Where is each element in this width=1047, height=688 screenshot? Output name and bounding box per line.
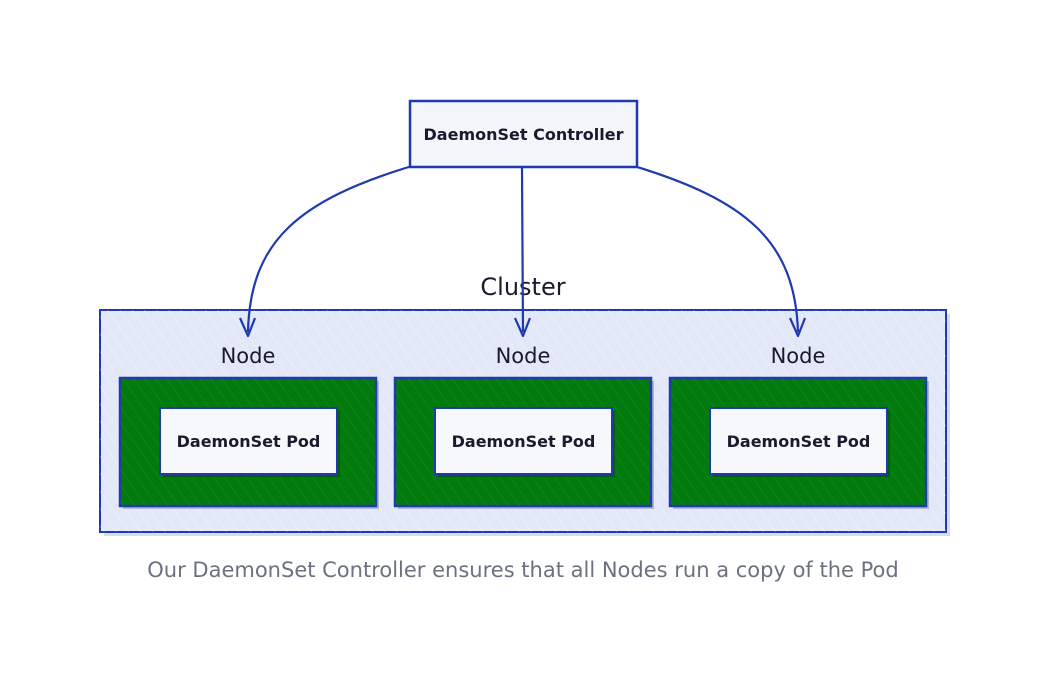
controller-box (408, 99, 639, 169)
pod-box (709, 407, 888, 475)
arrow-to-node-1 (246, 164, 413, 333)
node-label: Node (496, 344, 551, 368)
arrow-head-icon (788, 317, 807, 338)
arrow-to-node-3 (633, 164, 800, 333)
pod-box (159, 407, 338, 475)
controller-label: DaemonSet Controller (424, 125, 624, 144)
node-3: Node DaemonSet Pod (668, 344, 929, 509)
pod-label: DaemonSet Pod (452, 432, 596, 451)
arrow-head-icon (238, 317, 257, 338)
connectors (238, 164, 807, 338)
node-1: Node DaemonSet Pod (118, 344, 379, 509)
arrow-head-icon (513, 317, 532, 338)
pod-label: DaemonSet Pod (177, 432, 321, 451)
node-2: Node DaemonSet Pod (393, 344, 654, 509)
node-label: Node (221, 344, 276, 368)
pod-box (434, 407, 613, 475)
caption: Our DaemonSet Controller ensures that al… (147, 558, 898, 582)
arrow-to-node-2 (520, 167, 525, 333)
pod-label: DaemonSet Pod (727, 432, 871, 451)
node-label: Node (771, 344, 826, 368)
controller: DaemonSet Controller (408, 99, 639, 169)
